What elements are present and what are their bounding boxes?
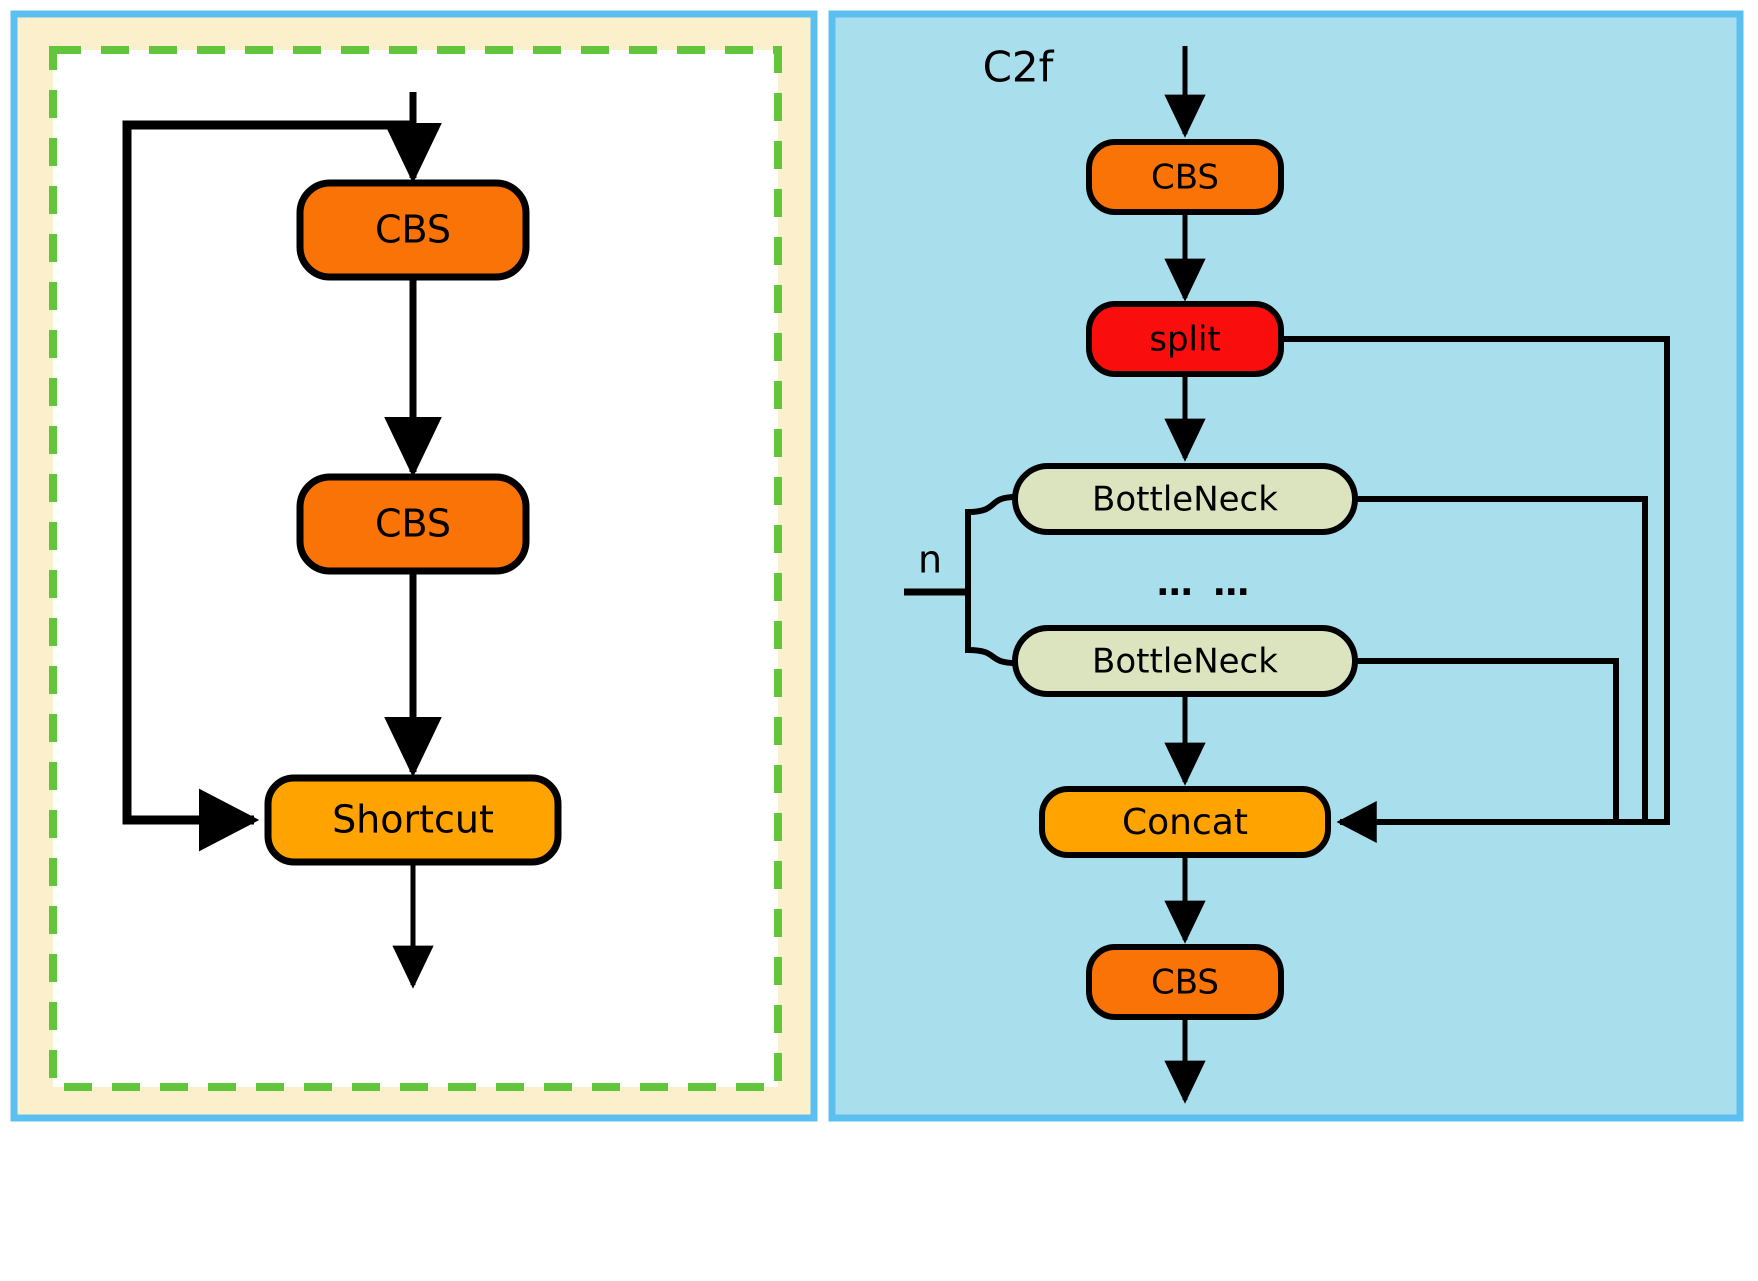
node-cbs-out-label: CBS [1151,963,1219,1003]
node-split-label: split [1149,320,1221,360]
node-cbs-mid-shape [296,473,530,575]
node-shortcut-label: Shortcut [332,798,494,842]
right-panel-frame [828,10,1744,1122]
node-cbs-in-shape [1086,139,1284,215]
node-bottleneck-n-label: BottleNeck [1092,642,1278,682]
node-shortcut[interactable]: Shortcut [264,774,562,866]
repeat-bracket [965,494,1017,666]
edge-skip-connection [122,120,413,852]
repeat-count-label: n [918,538,942,582]
c2f-panel-title: C2f [983,43,1055,92]
node-cbs-out[interactable]: CBS [1086,944,1284,1020]
node-bottleneck-n[interactable]: BottleNeck [1012,625,1358,697]
edge-bottleneck-n-skip-to-concat [1340,658,1619,825]
bottleneck-ellipsis: … … [1157,563,1254,604]
node-concat[interactable]: Concat [1039,786,1331,858]
node-shortcut-shape [264,774,562,866]
node-cbs-top-label: CBS [375,208,451,252]
node-bottleneck-1-shape [1012,463,1358,535]
node-cbs-mid-label: CBS [375,502,451,546]
node-cbs-top[interactable]: CBS [296,179,530,281]
node-bottleneck-n-shape [1012,625,1358,697]
bottleneck-dashed-highlight [49,46,782,1091]
node-bottleneck-1[interactable]: BottleNeck [1012,463,1358,535]
node-concat-label: Concat [1122,802,1248,843]
node-cbs-in[interactable]: CBS [1086,139,1284,215]
node-concat-shape [1039,786,1331,858]
node-cbs-out-shape [1086,944,1284,1020]
node-split[interactable]: split [1086,301,1284,377]
node-cbs-top-shape [296,179,530,281]
node-cbs-mid[interactable]: CBS [296,473,530,575]
node-cbs-in-label: CBS [1151,158,1219,198]
left-panel-group: CBS CBS Shortcut [10,10,818,1122]
node-bottleneck-1-label: BottleNeck [1092,480,1278,520]
right-panel-group: C2f n … … [828,10,1744,1122]
node-split-shape [1086,301,1284,377]
